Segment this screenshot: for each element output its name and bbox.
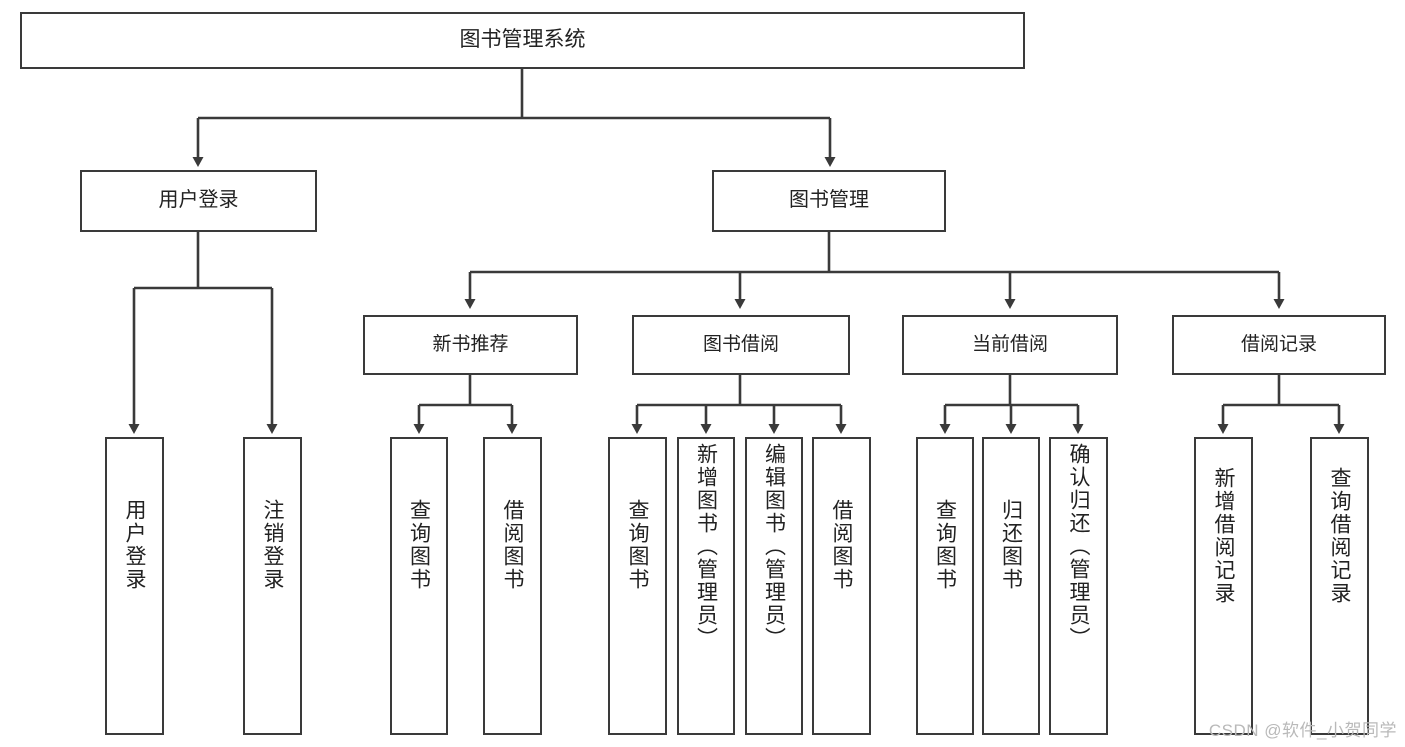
node-leaf-query-book-3[interactable]: 查询图书 (916, 437, 974, 735)
node-user-login[interactable]: 用户登录 (80, 170, 317, 232)
node-leaf-confirm-return-label: 确认归还（管理员） (1067, 443, 1090, 650)
node-leaf-query-book-2-label: 查询图书 (626, 499, 649, 591)
node-borrow-record[interactable]: 借阅记录 (1172, 315, 1386, 375)
node-leaf-confirm-return[interactable]: 确认归还（管理员） (1049, 437, 1108, 735)
node-current-borrow[interactable]: 当前借阅 (902, 315, 1118, 375)
node-leaf-borrow-book-2[interactable]: 借阅图书 (812, 437, 871, 735)
node-book-manage[interactable]: 图书管理 (712, 170, 946, 232)
node-leaf-borrow-book-2-label: 借阅图书 (830, 499, 853, 591)
node-leaf-return-book[interactable]: 归还图书 (982, 437, 1040, 735)
node-leaf-user-login[interactable]: 用户登录 (105, 437, 164, 735)
node-user-login-label: 用户登录 (158, 189, 239, 212)
node-new-book-recommend[interactable]: 新书推荐 (363, 315, 578, 375)
node-leaf-add-record-label: 新增借阅记录 (1212, 467, 1235, 605)
node-leaf-add-book[interactable]: 新增图书（管理员） (677, 437, 735, 735)
node-leaf-return-book-label: 归还图书 (999, 499, 1023, 591)
node-leaf-user-login-label: 用户登录 (123, 499, 146, 591)
node-book-borrow-label: 图书借阅 (702, 333, 779, 355)
node-leaf-user-logout[interactable]: 注销登录 (243, 437, 302, 735)
node-leaf-borrow-book-1[interactable]: 借阅图书 (483, 437, 542, 735)
node-root-label: 图书管理系统 (459, 28, 586, 52)
node-leaf-add-record[interactable]: 新增借阅记录 (1194, 437, 1253, 735)
node-current-borrow-label: 当前借阅 (971, 333, 1048, 355)
node-root[interactable]: 图书管理系统 (20, 12, 1025, 69)
node-book-manage-label: 图书管理 (789, 189, 869, 212)
node-leaf-borrow-book-1-label: 借阅图书 (501, 499, 524, 591)
node-leaf-query-book-1-label: 查询图书 (407, 499, 431, 591)
node-leaf-edit-book-label: 编辑图书（管理员） (762, 443, 786, 650)
node-book-borrow[interactable]: 图书借阅 (632, 315, 850, 375)
node-borrow-record-label: 借阅记录 (1240, 333, 1317, 355)
node-leaf-query-record-label: 查询借阅记录 (1328, 467, 1351, 605)
node-leaf-user-logout-label: 注销登录 (261, 499, 284, 591)
node-leaf-add-book-label: 新增图书（管理员） (694, 443, 718, 650)
node-leaf-query-record[interactable]: 查询借阅记录 (1310, 437, 1369, 735)
node-leaf-query-book-3-label: 查询图书 (933, 499, 957, 591)
node-leaf-query-book-1[interactable]: 查询图书 (390, 437, 448, 735)
node-leaf-edit-book[interactable]: 编辑图书（管理员） (745, 437, 803, 735)
node-leaf-query-book-2[interactable]: 查询图书 (608, 437, 667, 735)
node-new-book-recommend-label: 新书推荐 (432, 333, 509, 355)
